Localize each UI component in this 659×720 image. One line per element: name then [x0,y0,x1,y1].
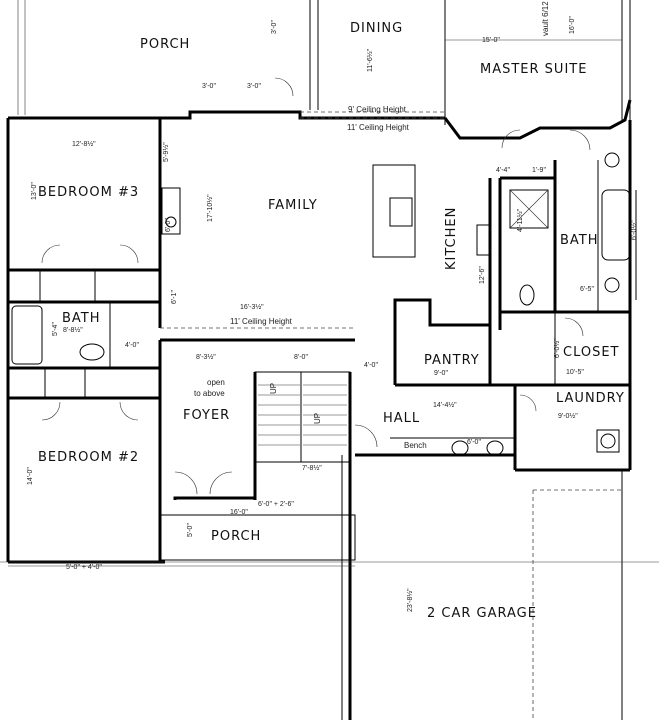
note-ceiling-11-family: 11' Ceiling Height [230,317,293,326]
dim-bed3-depth: 13'-0" [31,182,38,200]
dim-foyer-w1: 8'-3½" [196,353,216,361]
note-up-1: UP [269,383,278,394]
dim-hall-width: 4'-0" [125,342,139,349]
label-kitchen: KITCHEN [444,207,459,270]
stair-treads [258,372,347,462]
note-up-2: UP [313,413,322,424]
exterior-walls [6,0,637,564]
dim-bed3-width: 12'-8½" [72,140,96,148]
dim-porch-top-2: 3'-0" [247,83,261,90]
dim-porch-top-3: 3'-0" [271,20,278,34]
dim-porch-front-depth: 5'-0" [187,523,194,537]
dim-porch-front-width: 16'-0" [230,509,248,516]
notes: 9' Ceiling Height 11' Ceiling Height 11'… [194,1,550,450]
label-bath-hall: BATH [62,311,101,326]
dim-porch-top-1: 3'-0" [202,83,216,90]
dim-laundry-width: 9'-0½" [558,412,578,420]
dim-foyer-w2: 8'-0" [294,354,308,361]
dim-pantry-width: 9'-0" [434,370,448,377]
dimensions: 12'-8½" 13'-0" 17'-10½" 16'-3½" 15'-0" 1… [27,16,638,612]
dim-dining-depth: 11'-6½" [366,48,374,72]
fixtures [11,77,631,495]
label-dining: DINING [350,21,403,36]
dim-kitchen-depth: 12'-6" [479,266,486,284]
note-to-above: to above [194,389,225,398]
dim-closet-width: 10'-5" [566,369,584,376]
dim-closet-depth: 6'-0½" [553,338,561,358]
dim-hall-length: 14'-4½" [433,401,457,409]
dim-bath3-width: 6'-1" [171,290,178,304]
dim-bath-hall-side: 5'-4" [52,322,59,336]
dim-garage-depth: 23'-8½" [406,588,414,612]
note-ceiling-11-top: 11' Ceiling Height [347,123,410,132]
dim-bottom-left: 5'-0" + 4'-0" [66,564,102,571]
dim-family-width: 16'-3½" [240,303,264,311]
label-pantry: PANTRY [424,353,480,368]
label-bedroom-2: BEDROOM #2 [38,450,139,465]
dim-master-depth: 16'-0" [569,16,576,34]
dim-front-door: 6'-0" + 2'-6" [258,501,294,508]
label-closet: CLOSET [563,345,620,360]
dim-bench-width: 6'-0" [467,439,481,446]
label-garage: 2 CAR GARAGE [427,606,537,621]
dim-vanity: 6'-0" [165,218,172,232]
dim-family-side: 5'-9½" [162,142,170,162]
label-bedroom-3: BEDROOM #3 [38,185,139,200]
room-labels: PORCH DINING MASTER SUITE BEDROOM #3 FAM… [38,21,625,621]
dim-bath-master-depth: 6'-0½" [630,220,638,240]
note-bench: Bench [404,441,427,450]
dim-family-depth: 17'-10½" [206,194,214,222]
label-foyer: FOYER [183,408,230,423]
label-laundry: LAUNDRY [556,391,625,406]
dim-hall-w2: 4'-0" [364,362,378,369]
ceiling-lines [300,111,445,119]
interior-walls [0,118,659,720]
label-porch-top: PORCH [140,37,190,52]
label-bath-master: BATH [560,233,599,248]
dim-bed2-depth: 14'-0" [27,467,34,485]
dim-bath-master-width: 6'-5" [580,286,594,293]
dim-master-width: 15'-0" [482,37,500,44]
dim-walk-in: 4'-11½" [516,208,524,232]
label-porch-front: PORCH [211,529,261,544]
note-ceiling-9: 9' Ceiling Height [348,105,407,114]
label-family: FAMILY [268,198,318,213]
dim-stair-width: 7'-8½" [302,464,322,472]
note-vault: vault 6/12 [541,1,550,36]
dim-m1: 4'-4" [496,167,510,174]
dim-bath-hall-width: 8'-8½" [63,326,83,334]
label-hall: HALL [383,411,420,426]
note-open: open [207,378,225,387]
label-master-suite: MASTER SUITE [480,62,587,77]
dim-m2: 1'-9" [532,167,546,174]
